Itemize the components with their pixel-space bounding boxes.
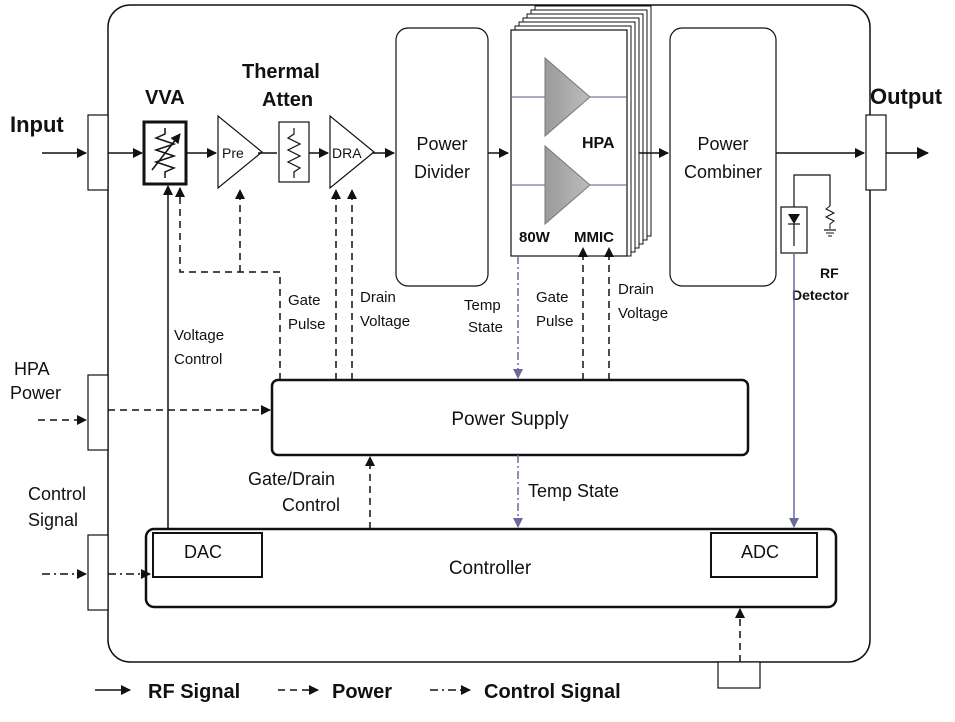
controller-label: Controller xyxy=(449,558,532,579)
bottom-connector xyxy=(717,661,761,689)
input-label: Input xyxy=(10,112,64,137)
power-divider-label-1: Power xyxy=(416,134,467,154)
hpa-amplifier-icon-2 xyxy=(544,144,591,226)
hpa-mmic-stack xyxy=(510,5,652,257)
thermal-resistor-icon xyxy=(286,128,302,178)
temp-state-2-label: Temp State xyxy=(528,481,619,501)
pre-amplifier-icon xyxy=(217,114,263,190)
rf-detector-label-2: Detector xyxy=(792,287,849,303)
temp-state-1-label-2: State xyxy=(468,319,503,336)
gate-drain-control-label-2: Control xyxy=(282,495,340,515)
legend-rf-signal: RF Signal xyxy=(148,681,240,703)
output-port xyxy=(865,114,887,191)
dra-label: DRA xyxy=(332,145,362,161)
drain-voltage-2-label-1: Drain xyxy=(618,281,654,298)
input-port xyxy=(87,114,109,191)
hpa-power-port xyxy=(87,374,109,451)
hpa-mmic-label: MMIC xyxy=(574,229,614,246)
power-combiner-label-2: Combiner xyxy=(684,162,762,182)
vva-label: VVA xyxy=(145,87,185,109)
hpa-power-label-1: HPA xyxy=(14,359,50,379)
power-combiner-block xyxy=(669,27,777,287)
legend-power: Power xyxy=(332,681,392,703)
legend: RF Signal Power Control Signal xyxy=(95,681,621,703)
legend-control-signal: Control Signal xyxy=(484,681,621,703)
power-combiner-label-1: Power xyxy=(697,134,748,154)
drain-voltage-1-label-2: Voltage xyxy=(360,313,410,330)
hpa-amplifier-icon-1 xyxy=(544,56,591,138)
ground-resistor-icon xyxy=(824,205,836,229)
diode-icon xyxy=(788,214,800,224)
thermal-atten-label-1: Thermal xyxy=(242,61,320,83)
gate-pulse-1-label-2: Pulse xyxy=(288,316,326,333)
dac-block xyxy=(152,532,263,578)
power-supply-label: Power Supply xyxy=(451,409,569,430)
gate-pulse-2-label-1: Gate xyxy=(536,289,569,306)
dac-label: DAC xyxy=(184,542,222,562)
gate-pulse-2-label-2: Pulse xyxy=(536,313,574,330)
power-supply-block xyxy=(270,378,750,457)
power-divider-label-2: Divider xyxy=(414,162,470,182)
output-label: Output xyxy=(870,84,943,109)
hpa-label: HPA xyxy=(582,135,615,152)
adc-block xyxy=(710,532,818,578)
control-signal-label-1: Control xyxy=(28,484,86,504)
drain-voltage-2-label-2: Voltage xyxy=(618,305,668,322)
gate-drain-control-label-1: Gate/Drain xyxy=(248,469,335,489)
gate-pulse-1-label-1: Gate xyxy=(288,292,321,309)
voltage-control-label-1: Voltage xyxy=(174,327,224,344)
adc-label: ADC xyxy=(741,542,779,562)
control-signal-label-2: Signal xyxy=(28,510,78,530)
rf-detector-label-1: RF xyxy=(820,265,839,281)
power-divider-block xyxy=(395,27,489,287)
voltage-control-label-2: Control xyxy=(174,351,222,368)
control-signal-port xyxy=(87,534,109,611)
temp-state-1-label-1: Temp xyxy=(464,297,501,314)
dra-amplifier-icon xyxy=(329,114,375,190)
drain-voltage-1-label-1: Drain xyxy=(360,289,396,306)
controller-block xyxy=(144,527,838,609)
pre-label: Pre xyxy=(222,145,244,161)
hpa-80w-label: 80W xyxy=(519,229,551,246)
thermal-atten-label-2: Atten xyxy=(262,89,313,111)
hpa-power-label-2: Power xyxy=(10,383,61,403)
